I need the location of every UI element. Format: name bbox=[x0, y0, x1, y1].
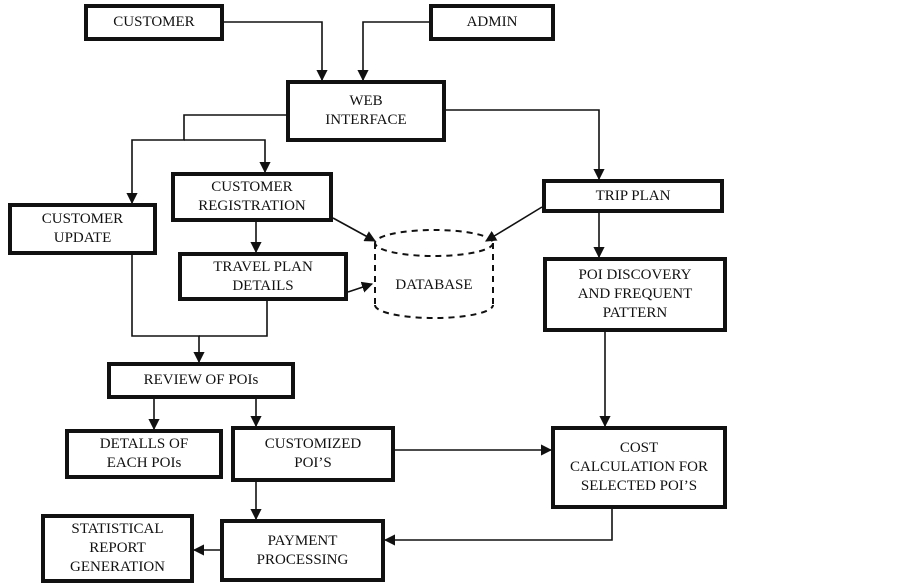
customer-update-node: CUSTOMER UPDATE bbox=[8, 203, 157, 255]
travel-plan-details-label: TRAVEL PLAN DETAILS bbox=[213, 258, 313, 294]
edge-customer-update-to-review-of-pois bbox=[131, 255, 205, 364]
customer-registration-label: CUSTOMER REGISTRATION bbox=[198, 179, 306, 214]
admin-node: ADMIN bbox=[429, 4, 555, 41]
review-of-pois-node: REVIEW OF POIs bbox=[107, 362, 295, 399]
cost-calculation-node: COST CALCULATION FOR SELECTED POI’S bbox=[551, 426, 727, 509]
database-cylinder-shape bbox=[374, 229, 494, 319]
edge-customer-registration-to-database bbox=[332, 217, 376, 242]
cost-calculation-label: COST CALCULATION FOR SELECTED POI’S bbox=[570, 440, 708, 494]
admin-label: ADMIN bbox=[466, 14, 518, 30]
customer-registration-node: CUSTOMER REGISTRATION bbox=[171, 172, 333, 222]
statistical-report-node: STATISTICAL REPORT GENERATION bbox=[41, 514, 194, 583]
customized-pois-node: CUSTOMIZED POI’S bbox=[231, 426, 395, 482]
poi-discovery-node: POI DISCOVERY AND FREQUENT PATTERN bbox=[543, 257, 727, 332]
edge-travel-plan-details-to-database bbox=[347, 281, 374, 293]
details-of-each-poi-node: DETALLS OF EACH POIs bbox=[65, 429, 223, 479]
database-node: DATABASE bbox=[375, 260, 493, 310]
statistical-report-label: STATISTICAL REPORT GENERATION bbox=[70, 521, 165, 575]
edge-web-interface-to-trip-plan bbox=[446, 109, 605, 181]
edge-travel-plan-details-to-review-of-pois bbox=[199, 301, 268, 337]
review-of-pois-label: REVIEW OF POIs bbox=[143, 372, 259, 388]
details-of-each-poi-label: DETALLS OF EACH POIs bbox=[99, 436, 189, 471]
database-label: DATABASE bbox=[395, 276, 473, 293]
poi-discovery-label: POI DISCOVERY AND FREQUENT PATTERN bbox=[577, 267, 693, 321]
customer-label: CUSTOMER bbox=[113, 14, 195, 30]
web-interface-node: WEB INTERFACE bbox=[286, 80, 446, 142]
payment-processing-label: PAYMENT PROCESSING bbox=[256, 532, 349, 568]
edge-trip-plan-to-database bbox=[485, 206, 543, 242]
edges-layer bbox=[126, 21, 613, 556]
web-interface-label: WEB INTERFACE bbox=[325, 93, 407, 128]
edge-cost-calculation-to-payment-processing bbox=[383, 509, 613, 546]
customer-update-label: CUSTOMER UPDATE bbox=[41, 211, 124, 246]
edge-admin-to-web-interface bbox=[357, 21, 429, 82]
edge-web-interface-to-customer-registration bbox=[184, 139, 271, 174]
payment-processing-node: PAYMENT PROCESSING bbox=[220, 519, 385, 582]
travel-plan-details-node: TRAVEL PLAN DETAILS bbox=[178, 252, 348, 301]
trip-plan-node: TRIP PLAN bbox=[542, 179, 724, 213]
customized-pois-label: CUSTOMIZED POI’S bbox=[264, 436, 362, 471]
trip-plan-label: TRIP PLAN bbox=[595, 187, 671, 204]
edge-customer-to-web-interface bbox=[224, 21, 328, 82]
customer-node: CUSTOMER bbox=[84, 4, 224, 41]
